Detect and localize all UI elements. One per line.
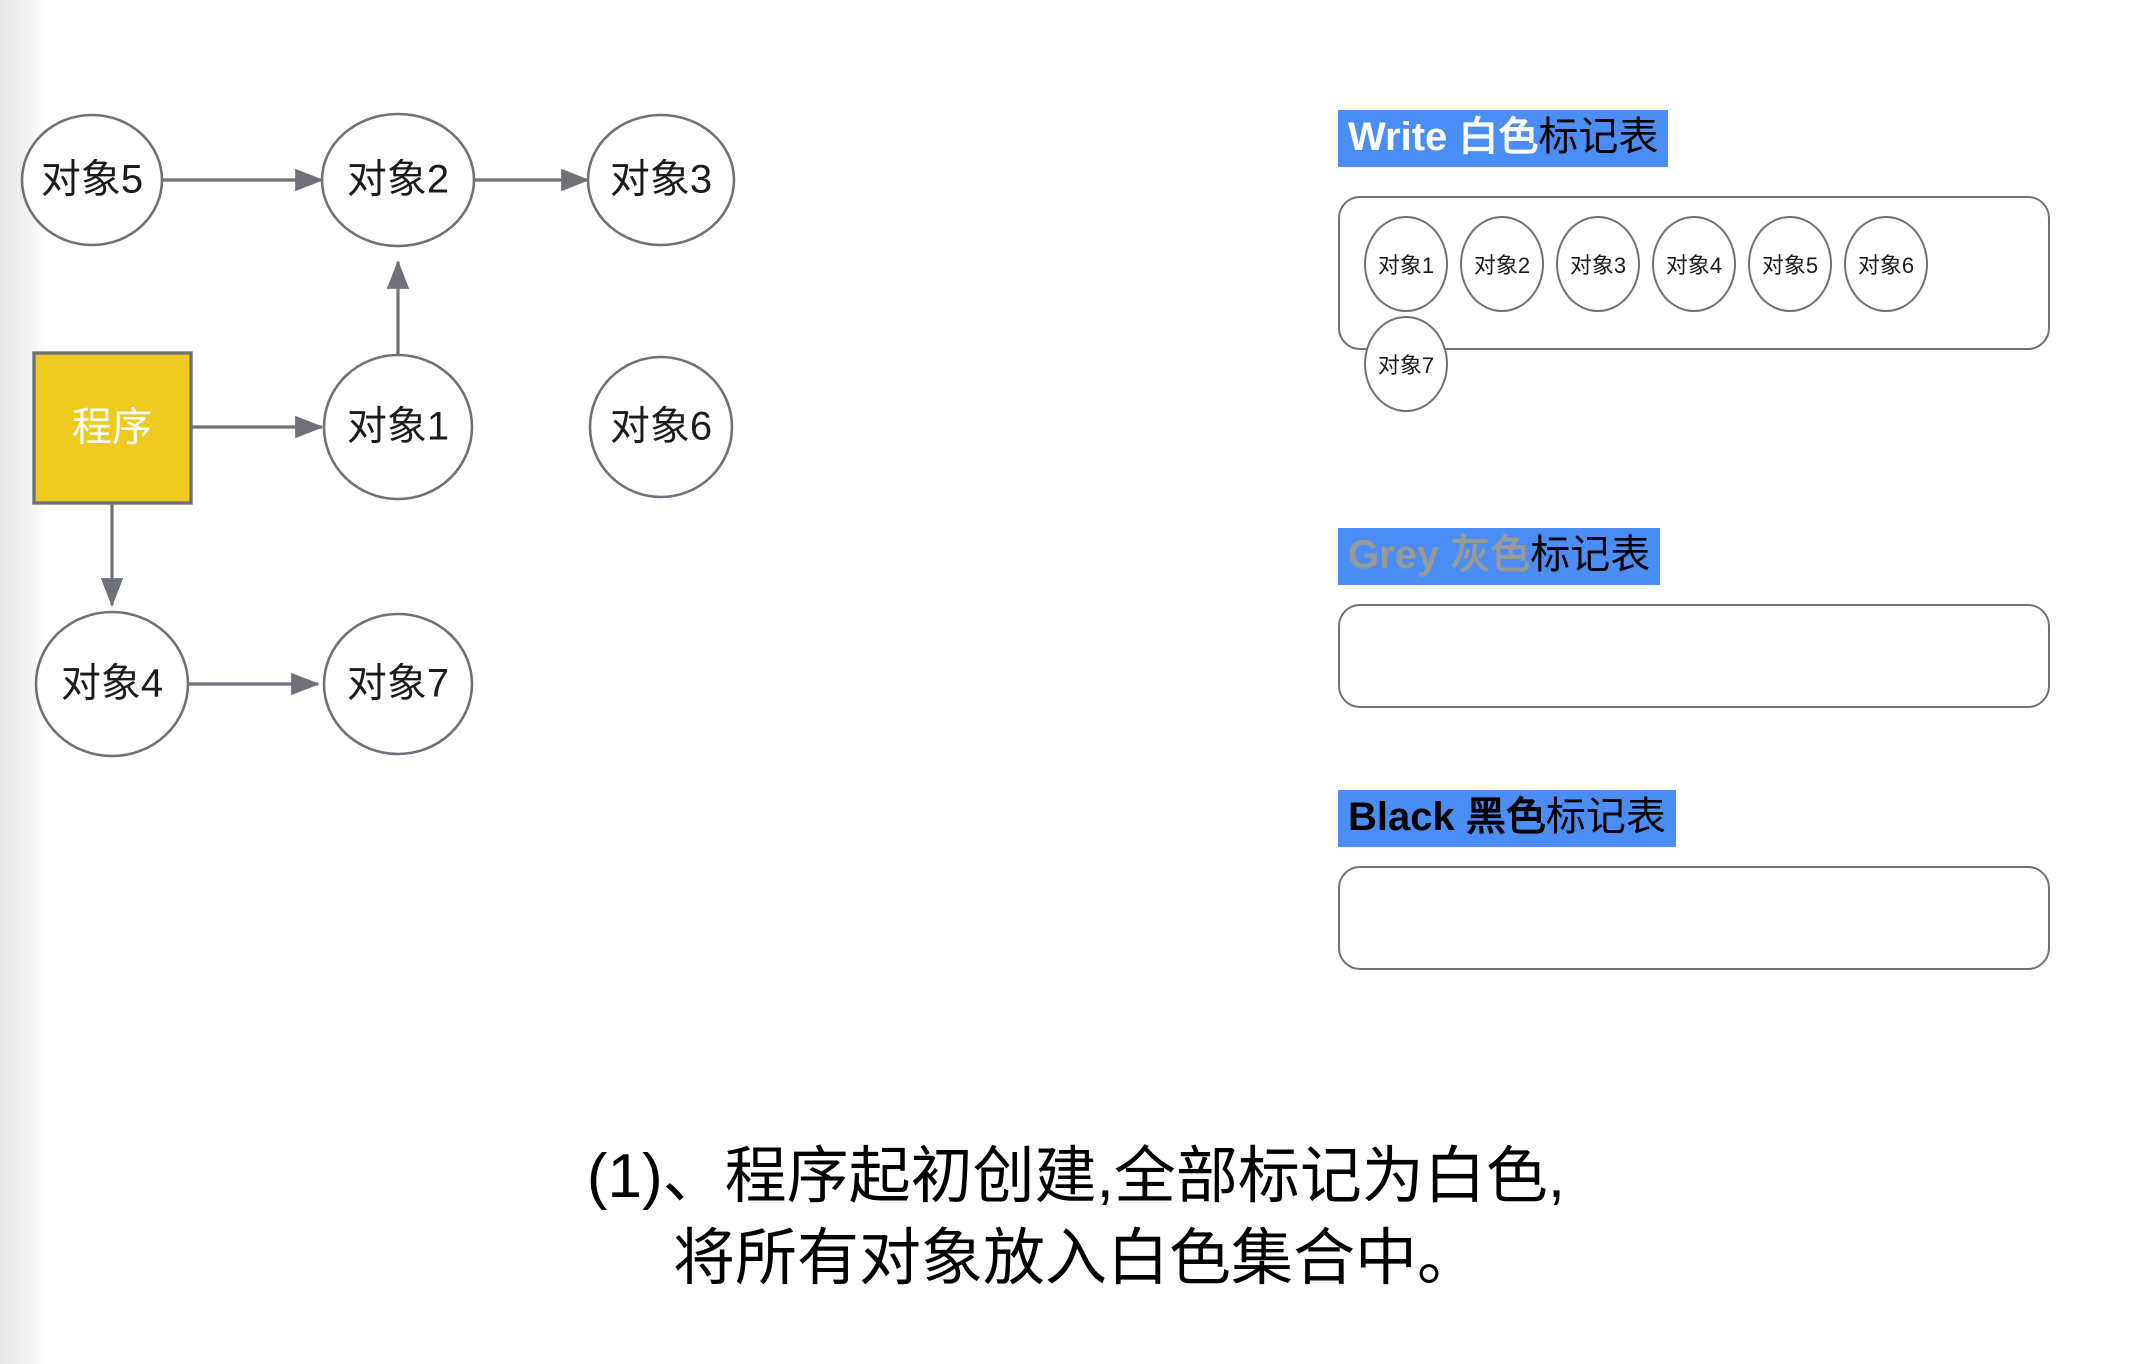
mark-item[interactable]: 对象5 bbox=[1748, 216, 1832, 312]
mark-table-white-title-en: Write bbox=[1348, 115, 1448, 159]
graph-node-obj5-label: 对象5 bbox=[41, 158, 143, 202]
mark-item[interactable]: 对象3 bbox=[1556, 216, 1640, 312]
mark-table-black-box bbox=[1338, 866, 2050, 970]
mark-item[interactable]: 对象2 bbox=[1460, 216, 1544, 312]
mark-table-white-title-cn-plain: 标记表 bbox=[1538, 115, 1659, 159]
caption-line-1: (1)、程序起初创建,全部标记为白色, bbox=[586, 1142, 1566, 1211]
graph-node-obj1[interactable]: 对象1 bbox=[322, 353, 474, 501]
graph-node-obj7[interactable]: 对象7 bbox=[322, 612, 474, 756]
graph-node-obj5[interactable]: 对象5 bbox=[20, 113, 164, 247]
mark-table-grey-title-cn-colored: 灰色 bbox=[1450, 533, 1531, 577]
mark-table-grey-title-cn-plain: 标记表 bbox=[1530, 533, 1651, 577]
mark-table-black: Black 黑色标记表 bbox=[1338, 790, 2050, 970]
graph-node-obj6[interactable]: 对象6 bbox=[588, 355, 734, 499]
mark-table-black-title-cn-plain: 标记表 bbox=[1545, 795, 1666, 839]
graph-node-obj2-label: 对象2 bbox=[347, 158, 449, 202]
mark-table-grey: Grey 灰色标记表 bbox=[1338, 528, 2050, 708]
mark-table-white-items: 对象1 对象2 对象3 对象4 对象5 对象6 对象7 bbox=[1364, 216, 2024, 416]
mark-table-grey-title: Grey 灰色标记表 bbox=[1338, 528, 1661, 586]
graph-node-obj6-label: 对象6 bbox=[610, 405, 712, 449]
mark-item[interactable]: 对象1 bbox=[1364, 216, 1448, 312]
graph-node-program-label: 程序 bbox=[72, 406, 152, 450]
mark-table-black-title: Black 黑色标记表 bbox=[1338, 790, 1676, 848]
graph-node-obj7-label: 对象7 bbox=[347, 662, 449, 706]
mark-table-black-title-cn-colored: 黑色 bbox=[1465, 795, 1546, 839]
graph-node-obj1-label: 对象1 bbox=[347, 405, 449, 449]
mark-table-white-title: Write 白色标记表 bbox=[1338, 110, 1669, 168]
graph-node-obj3-label: 对象3 bbox=[610, 158, 712, 202]
graph-node-program[interactable]: 程序 bbox=[32, 351, 193, 505]
mark-table-grey-box bbox=[1338, 604, 2050, 708]
graph-node-obj4[interactable]: 对象4 bbox=[34, 610, 190, 758]
mark-table-white: Write 白色标记表 对象1 对象2 对象3 对象4 对象5 对象6 对象7 bbox=[1338, 110, 2050, 412]
caption-line-2: 将所有对象放入白色集合中。 bbox=[672, 1223, 1479, 1293]
graph-node-obj3[interactable]: 对象3 bbox=[586, 113, 736, 247]
mark-item[interactable]: 对象6 bbox=[1844, 216, 1928, 312]
graph-node-obj2[interactable]: 对象2 bbox=[320, 112, 476, 248]
mark-table-black-title-en: Black bbox=[1348, 795, 1455, 839]
object-reference-graph: 对象5 对象2 对象3 对象1 对象6 对象4 对象 bbox=[20, 112, 736, 758]
mark-item[interactable]: 对象4 bbox=[1652, 216, 1736, 312]
mark-item[interactable]: 对象7 bbox=[1364, 316, 1448, 412]
mark-table-white-title-cn-colored: 白色 bbox=[1458, 115, 1539, 159]
mark-table-grey-title-en: Grey bbox=[1348, 533, 1440, 577]
graph-node-obj4-label: 对象4 bbox=[61, 662, 163, 706]
slide-caption: (1)、程序起初创建,全部标记为白色, 将所有对象放入白色集合中。 bbox=[0, 1136, 2152, 1300]
